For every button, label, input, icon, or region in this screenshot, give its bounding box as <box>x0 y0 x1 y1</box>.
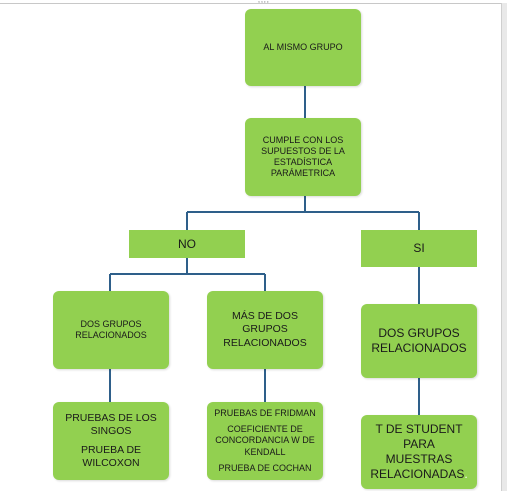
top-border <box>0 3 507 4</box>
node-pruebas-mas-de-dos: PRUEBAS DE FRIDMAN COEFICIENTE DE CONCOR… <box>207 402 323 480</box>
t-student-text: T DE STUDENT PARA MUESTRAS RELACIONADAS. <box>370 422 467 482</box>
node-root: AL MISMO GRUPO <box>245 9 361 86</box>
node-si: SI <box>361 230 477 267</box>
node-t-student: T DE STUDENT PARA MUESTRAS RELACIONADAS. <box>361 415 477 489</box>
t-student-label: T DE STUDENT PARA MUESTRAS RELACIONADAS <box>370 422 465 481</box>
t-student-period: . <box>464 467 468 481</box>
pruebas-signos-text: PRUEBAS DE LOS SINGOS <box>65 411 157 437</box>
cochan-text: PRUEBA DE COCHAN <box>218 462 312 473</box>
node-no: NO <box>129 230 245 258</box>
node-dos-grupos-si-text: DOS GRUPOS RELACIONADOS <box>371 326 467 355</box>
wilcoxon-text: PRUEBA DE WILCOXON <box>80 444 142 470</box>
header-mark: ,,,, <box>258 0 270 4</box>
node-question-text: CUMPLE CON LOS SUPUESTOS DE LA ESTADÍSTI… <box>261 134 345 179</box>
node-root-text: AL MISMO GRUPO <box>263 41 343 52</box>
node-dos-grupos-no-text: DOS GRUPOS RELACIONADOS <box>75 318 147 340</box>
kendall-text: COEFICIENTE DE CONCORDANCIA W DE KENDALL <box>215 424 315 457</box>
node-pruebas-no-parametricas-dos: PRUEBAS DE LOS SINGOS PRUEBA DE WILCOXON <box>53 402 169 480</box>
fridman-text: PRUEBAS DE FRIDMAN <box>214 407 316 418</box>
node-dos-grupos-no: DOS GRUPOS RELACIONADOS <box>53 291 169 369</box>
node-dos-grupos-si: DOS GRUPOS RELACIONADOS <box>361 304 477 378</box>
node-no-text: NO <box>178 236 196 251</box>
node-mas-de-dos: MÁS DE DOS GRUPOS RELACIONADOS <box>207 291 323 369</box>
node-si-text: SI <box>413 241 425 255</box>
node-question: CUMPLE CON LOS SUPUESTOS DE LA ESTADÍSTI… <box>245 118 361 196</box>
node-mas-de-dos-text: MÁS DE DOS GRUPOS RELACIONADOS <box>223 310 307 349</box>
right-edge <box>501 3 507 491</box>
